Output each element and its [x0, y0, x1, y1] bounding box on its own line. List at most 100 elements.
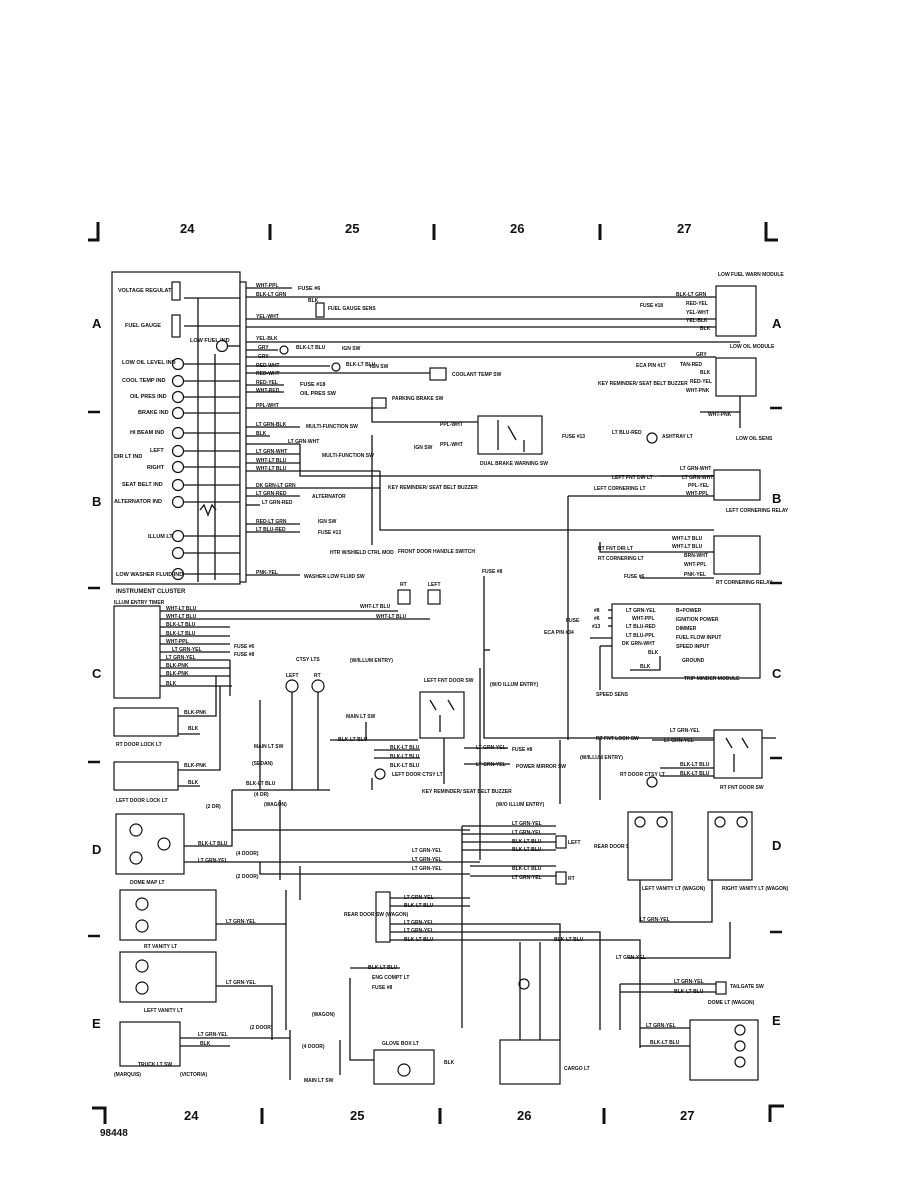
left-label: LEFT: [428, 582, 441, 588]
wire-label: YEL-BLK: [686, 318, 708, 324]
wire-label: WHT-PPL: [166, 639, 189, 645]
fuel-gauge-label: FUEL GAUGE: [125, 323, 161, 329]
row-label-left: D: [92, 842, 101, 857]
row-label-left: C: [92, 666, 102, 681]
wire-label: BLK-LT BLU: [650, 1040, 680, 1046]
wire-label: WHT-RED: [256, 388, 280, 394]
wire-label: LT GRN-YEL: [476, 762, 506, 768]
fuse6-num: #6: [594, 616, 600, 622]
rt-fnt-door-sw-label: RT FNT DOOR SW: [720, 785, 764, 791]
right-vanity-lt-wagon-label: RIGHT VANITY LT (WAGON): [722, 886, 788, 892]
wire-label: LT GRN-YEL: [404, 920, 434, 926]
crop-mark-top-left: [88, 222, 100, 242]
col-label-top: 24: [180, 221, 195, 236]
wire-label: LT GRN-YEL: [412, 848, 442, 854]
fuse13-label: FUSE #13: [562, 434, 585, 440]
cargo-lt: [499, 1039, 561, 1085]
cool-temp-ind-label: COOL TEMP IND: [122, 378, 166, 384]
four-dr-label: (4 DR): [254, 792, 269, 798]
dome-map-bulb: [129, 851, 143, 865]
dome-map-lt-label: DOME MAP LT: [130, 880, 165, 886]
wire-label: LT GRN-YEL: [646, 1023, 676, 1029]
speed-sens-label: SPEED SENS: [596, 692, 629, 698]
low-oil-sens-label: LOW OIL SENS: [736, 436, 773, 442]
wire-label: LT GRN-YEL: [670, 728, 700, 734]
wire-label: BLK: [200, 1041, 211, 1047]
low-oil-level-ind-label: LOW OIL LEVEL IND: [122, 360, 176, 366]
dome-bulb: [734, 1056, 746, 1068]
col-label-bottom: 24: [184, 1108, 199, 1123]
voltage-regulator-label: VOLTAGE REGULATOR: [118, 288, 180, 294]
illum-lt-label: ILLUM LT: [148, 534, 173, 540]
wire-label: WHT-LT BLU: [376, 614, 407, 620]
four-door-label: (4 DOOR): [302, 1044, 325, 1050]
rear-door-sw-wagon: [375, 891, 391, 943]
left-cornering-relay: [713, 469, 761, 501]
wire-label: BLK-LT BLU: [296, 345, 326, 351]
wire-label: BLK: [188, 780, 199, 786]
vanity-bulb: [656, 816, 668, 828]
door-lock-wires: [178, 676, 221, 787]
truck-lt-sw-label: TRUCK LT SW: [138, 1062, 172, 1068]
rear-door-sw-rt: [555, 871, 567, 885]
wire-label: WHT-PNK: [708, 412, 732, 418]
fuse8-label: FUSE #8: [234, 652, 255, 658]
rear-door-wires: [461, 825, 556, 1028]
left-vanity-lt-label: LEFT VANITY LT: [144, 1008, 183, 1014]
vanity-left-wires: [216, 890, 287, 1040]
rt-fnt-lock-sw-label: RT FNT LOCK SW: [596, 736, 639, 742]
wire-label: BLK-LT BLU: [390, 745, 420, 751]
rt-fnt-door-sw-contacts: [725, 737, 749, 772]
diode: [279, 345, 289, 355]
wire-label: LT GRN-RED: [256, 491, 287, 497]
low-oil-module-label: LOW OIL MODULE: [730, 344, 775, 350]
wire-label: BLK: [256, 431, 267, 437]
diode: [518, 978, 530, 990]
dual-brake-warning-sw-label: DUAL BRAKE WARNING SW: [480, 461, 548, 467]
wire-label: BLK-LT BLU: [680, 762, 710, 768]
fuse8-label: FUSE #8: [482, 569, 503, 575]
wire-label: LT GRN-YEL: [198, 858, 228, 864]
wire-label: BLK-PNK: [184, 710, 207, 716]
wire-label: LT BLU-PPL: [626, 633, 655, 639]
left-cornering-lt-label: LEFT CORNERING LT: [594, 486, 646, 492]
parking-brake-sw-label: PARKING BRAKE SW: [392, 396, 444, 402]
left-fnt-door-sw: [419, 691, 465, 739]
tailgate-sw: [715, 981, 727, 995]
column-dividers: [260, 224, 606, 1124]
wire-label: BLK-LT BLU: [390, 754, 420, 760]
rt-fnt-dir-lt-label: RT FNT DIR LT: [598, 546, 633, 552]
wo-illum-entry-label: (W/O ILLUM ENTRY): [490, 682, 538, 688]
fuse13-label: FUSE #13: [318, 530, 341, 536]
w-illum-entry-label: (W/ILLUM ENTRY): [350, 658, 393, 664]
col-label-bottom: 27: [680, 1108, 694, 1123]
col-label-top: 26: [510, 221, 524, 236]
vanity-bulb: [714, 816, 726, 828]
brake-ind-label: BRAKE IND: [138, 410, 169, 416]
low-oil-module: [715, 357, 757, 397]
indicator-bulbs: [171, 339, 229, 581]
left-door-lock-lt: [113, 761, 179, 791]
left-fnt-door-sw-label: LEFT FNT DOOR SW: [424, 678, 474, 684]
wire-label: BLK: [700, 326, 711, 332]
wire-label: BLK: [188, 726, 199, 732]
washer-low-fluid-sw-label: WASHER LOW FLUID SW: [304, 574, 365, 580]
wire-label: RED-LT GRN: [256, 519, 287, 525]
row-label-right: A: [772, 316, 782, 331]
wire-label: LT GRN-YEL: [674, 979, 704, 985]
ctsy-lt-rt: [311, 679, 325, 693]
wire-label: LT GRN-WHT: [256, 449, 287, 455]
fuse18-label: FUSE #18: [640, 303, 663, 309]
multi-function-sw-label: MULTI-FUNCTION SW: [322, 453, 374, 459]
alternator-label: ALTERNATOR: [312, 494, 346, 500]
vanity-bulb: [634, 816, 646, 828]
vanity-bulb: [135, 981, 149, 995]
dimmer-label: DIMMER: [676, 626, 697, 632]
rear-door-sw-left: [555, 835, 567, 849]
rt-vanity-lt-label: RT VANITY LT: [144, 944, 177, 950]
dir-lt-ind-label: DIR LT IND: [114, 454, 142, 460]
left-vanity-lt-box: [119, 951, 217, 1003]
wire-label: LT GRN-YEL: [412, 866, 442, 872]
trip-minder-module: [611, 603, 761, 679]
